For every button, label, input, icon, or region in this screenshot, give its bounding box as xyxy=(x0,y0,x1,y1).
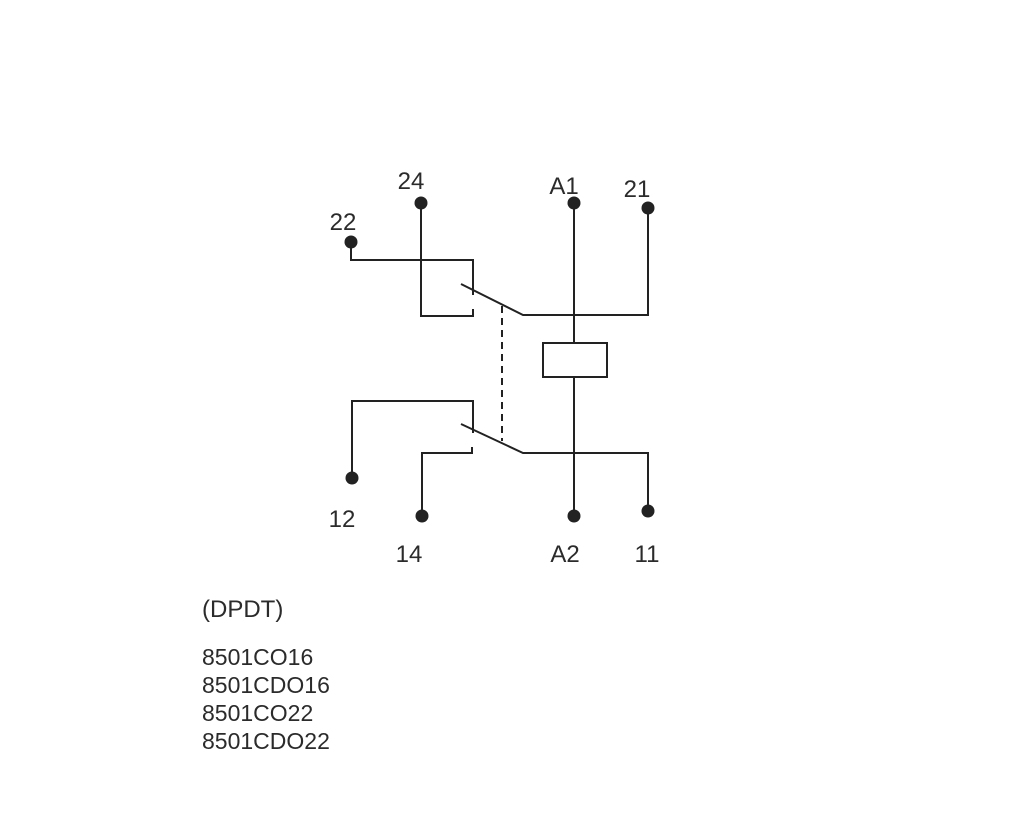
terminal-dot-a1 xyxy=(567,196,581,210)
terminal-dot-22 xyxy=(344,235,358,249)
model-number: 8501CDO16 xyxy=(202,672,330,698)
terminal-dot-14 xyxy=(415,509,429,523)
wire-terminal-22-nc-contact xyxy=(350,242,474,295)
contact-arm-bottom-wire-11 xyxy=(460,423,649,511)
terminal-label-a1: A1 xyxy=(549,173,578,200)
contact-arrangement-caption: (DPDT) xyxy=(202,596,283,623)
terminal-label-14: 14 xyxy=(396,541,423,568)
model-number: 8501CDO22 xyxy=(202,728,330,754)
terminal-label-24: 24 xyxy=(398,168,425,195)
terminal-dot-11 xyxy=(641,504,655,518)
terminal-dot-21 xyxy=(641,201,655,215)
terminal-label-22: 22 xyxy=(330,209,357,236)
terminal-label-a2: A2 xyxy=(550,541,579,568)
terminal-dot-24 xyxy=(414,196,428,210)
wire-terminal-14-no-contact xyxy=(421,447,473,516)
terminal-dot-a2 xyxy=(567,509,581,523)
terminal-label-21: 21 xyxy=(624,176,651,203)
wire-terminal-24-no-contact xyxy=(420,203,474,317)
relay-coil xyxy=(542,342,608,378)
terminal-label-11: 11 xyxy=(635,541,660,568)
model-number: 8501CO22 xyxy=(202,700,313,726)
terminal-label-12: 12 xyxy=(329,506,356,533)
contact-arm-top-wire-21 xyxy=(460,208,649,316)
terminal-dot-12 xyxy=(345,471,359,485)
wire-terminal-12-nc-contact xyxy=(351,400,474,478)
model-number: 8501CO16 xyxy=(202,644,313,670)
